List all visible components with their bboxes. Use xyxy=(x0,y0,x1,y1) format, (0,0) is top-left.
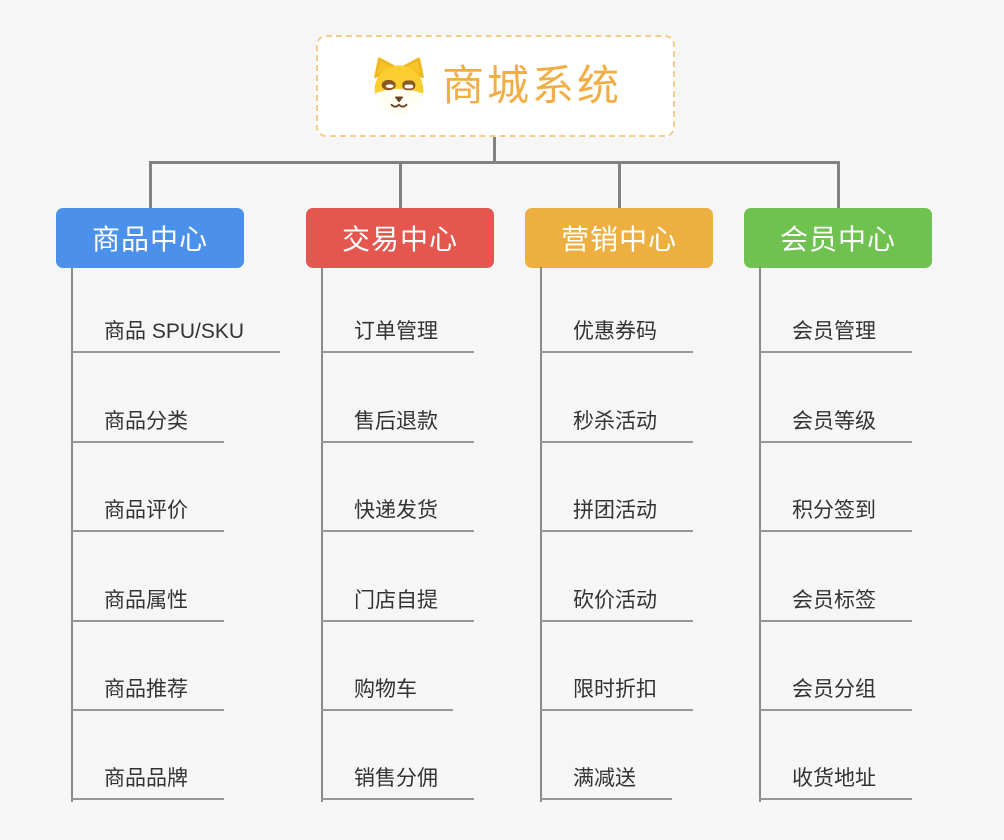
leaf-node[interactable]: 门店自提 xyxy=(321,589,474,622)
leaf-node[interactable]: 满减送 xyxy=(540,767,672,800)
root-title: 商城系统 xyxy=(441,62,622,109)
leaf-node[interactable]: 商品 SPU/SKU xyxy=(71,320,281,353)
leaf-node[interactable]: 积分签到 xyxy=(759,499,912,532)
branch-spine xyxy=(540,267,542,802)
leaf-node[interactable]: 优惠券码 xyxy=(540,320,693,353)
branch-node-4[interactable]: 会员中心 xyxy=(744,208,932,268)
connector-branch-stub xyxy=(398,160,402,208)
leaf-node[interactable]: 砍价活动 xyxy=(540,589,693,622)
leaf-node[interactable]: 商品分类 xyxy=(71,410,224,443)
connector-branch-stub xyxy=(617,160,621,208)
branch-spine xyxy=(71,267,73,802)
connector-branch-stub xyxy=(836,160,840,208)
leaf-node[interactable]: 快递发货 xyxy=(321,499,474,532)
leaf-node[interactable]: 会员分组 xyxy=(759,678,912,711)
branch-node-2[interactable]: 交易中心 xyxy=(306,208,494,268)
branch-node-1[interactable]: 商品中心 xyxy=(56,208,244,268)
connector-branch-stub xyxy=(148,160,152,208)
leaf-node[interactable]: 秒杀活动 xyxy=(540,410,693,443)
leaf-node[interactable]: 会员标签 xyxy=(759,589,912,622)
branch-node-3[interactable]: 营销中心 xyxy=(525,208,713,268)
branch-spine xyxy=(321,267,323,802)
leaf-node[interactable]: 商品推荐 xyxy=(71,678,224,711)
leaf-node[interactable]: 收货地址 xyxy=(759,767,912,800)
connector-horizontal-rail xyxy=(148,160,840,164)
leaf-node[interactable]: 商品品牌 xyxy=(71,767,224,800)
branch-spine xyxy=(759,267,761,802)
leaf-node[interactable]: 订单管理 xyxy=(321,320,474,353)
root-node[interactable]: 商城系统 xyxy=(316,35,675,137)
leaf-node[interactable]: 购物车 xyxy=(321,678,453,711)
leaf-node[interactable]: 售后退款 xyxy=(321,410,474,443)
leaf-node[interactable]: 会员等级 xyxy=(759,410,912,443)
dog-face-icon xyxy=(369,56,429,116)
leaf-node[interactable]: 拼团活动 xyxy=(540,499,693,532)
leaf-node[interactable]: 限时折扣 xyxy=(540,678,693,711)
leaf-node[interactable]: 商品评价 xyxy=(71,499,224,532)
connector-root-stub xyxy=(492,137,496,164)
leaf-node[interactable]: 销售分佣 xyxy=(321,767,474,800)
leaf-node[interactable]: 会员管理 xyxy=(759,320,912,353)
leaf-node[interactable]: 商品属性 xyxy=(71,589,224,622)
